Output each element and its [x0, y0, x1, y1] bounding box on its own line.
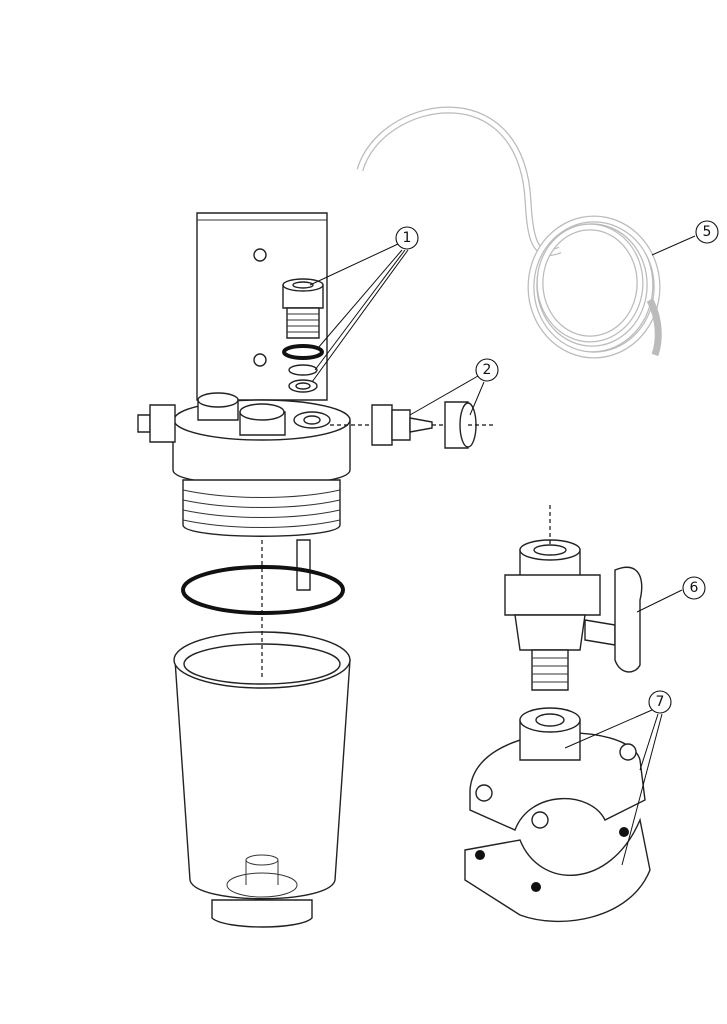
callout-label: 6 — [690, 580, 699, 596]
assembly-axis-lines — [261, 424, 551, 680]
mounting-bracket — [196, 212, 328, 401]
filter-bowl — [173, 631, 351, 928]
callout-5: 5 — [695, 220, 719, 244]
callout-label: 1 — [403, 230, 412, 246]
callout-2: 2 — [475, 358, 499, 382]
callout-label: 2 — [483, 362, 492, 378]
saddle-clamp — [464, 707, 651, 923]
callout-label: 5 — [703, 224, 712, 240]
ball-valve — [504, 539, 643, 691]
callout-1: 1 — [395, 226, 419, 250]
callout-6: 6 — [682, 576, 706, 600]
callout-label: 7 — [656, 694, 665, 710]
callout-7: 7 — [648, 690, 672, 714]
fitting-set-1 — [282, 278, 324, 393]
filter-head — [137, 392, 351, 591]
leader-lines — [309, 235, 696, 866]
fitting-set-2 — [371, 401, 477, 449]
tubing-coil — [356, 106, 662, 359]
o-ring — [181, 565, 345, 615]
